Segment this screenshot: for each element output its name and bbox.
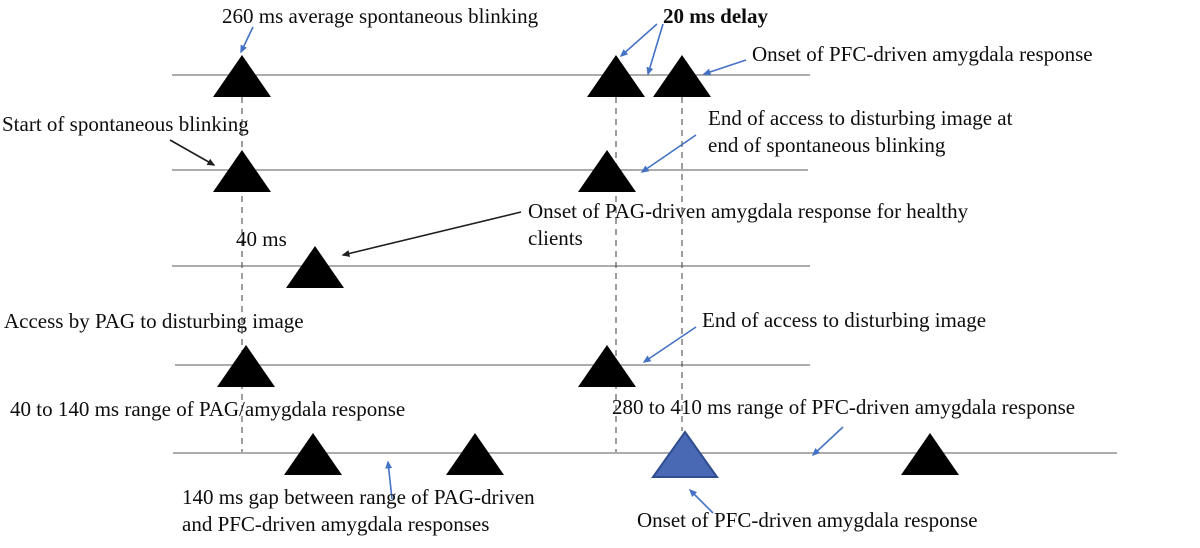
label-end-access-blink: End of access to disturbing image at end… (708, 105, 1012, 159)
triangle-row1-blink-end (587, 55, 645, 97)
label-access-pag: Access by PAG to disturbing image (4, 309, 304, 333)
arrow-gap (385, 460, 393, 500)
triangle-row1-pfc-onset (653, 55, 711, 97)
label-40ms: 40 ms (236, 227, 287, 251)
label-140ms-gap-line1: 140 ms gap between range of PAG-driven (182, 485, 535, 509)
arrow-start-blink (169, 139, 216, 166)
triangle-row5-pfc-range-end (901, 433, 959, 475)
arrow-delay-left (619, 23, 658, 57)
triangle-row5-range-start (284, 433, 342, 475)
label-140ms-gap: 140 ms gap between range of PAG-driven a… (182, 484, 535, 538)
label-end-access-blink-line1: End of access to disturbing image at (708, 106, 1013, 130)
label-20ms-delay: 20 ms delay (663, 4, 768, 28)
arrow-avg-blink (240, 26, 254, 54)
label-onset-pfc-bottom: Onset of PFC-driven amygdala response (637, 508, 978, 532)
label-onset-pag: Onset of PAG-driven amygdala response fo… (528, 198, 968, 252)
label-140ms-gap-line2: and PFC-driven amygdala responses (182, 512, 490, 536)
triangle-row1-blink-avg (213, 55, 271, 97)
triangle-row3-pag-onset (286, 246, 344, 288)
triangle-row2-start-blink (213, 150, 271, 192)
label-end-access-blink-line2: end of spontaneous blinking (708, 133, 946, 157)
arrow-onset-pag (341, 211, 522, 257)
label-end-access: End of access to disturbing image (702, 308, 987, 332)
label-range-pag: 40 to 140 ms range of PAG/amygdala respo… (10, 397, 406, 421)
label-onset-pfc-top: Onset of PFC-driven amygdala response (752, 42, 1093, 66)
arrow-delay-gap (646, 23, 664, 76)
arrow-end-access (642, 326, 697, 363)
triangle-row5-range-end (446, 433, 504, 475)
label-onset-pag-line1: Onset of PAG-driven amygdala response fo… (528, 199, 969, 223)
arrow-onset-pfc-top (702, 59, 747, 76)
triangle-row4-end-access (578, 345, 636, 387)
label-range-pfc: 280 to 410 ms range of PFC-driven amygda… (612, 395, 1076, 419)
triangle-row4-access-pag (217, 345, 275, 387)
triangle-row5-pfc-onset-blue (651, 430, 719, 478)
label-avg-blink: 260 ms average spontaneous blinking (222, 4, 539, 28)
label-onset-pag-line2: clients (528, 226, 583, 250)
triangle-row2-end-access (578, 150, 636, 192)
arrow-onset-pfc-bottom (688, 488, 714, 514)
arrow-end-access-blink (640, 134, 697, 173)
label-start-blink: Start of spontaneous blinking (2, 112, 249, 136)
arrow-range-pfc (811, 426, 844, 457)
